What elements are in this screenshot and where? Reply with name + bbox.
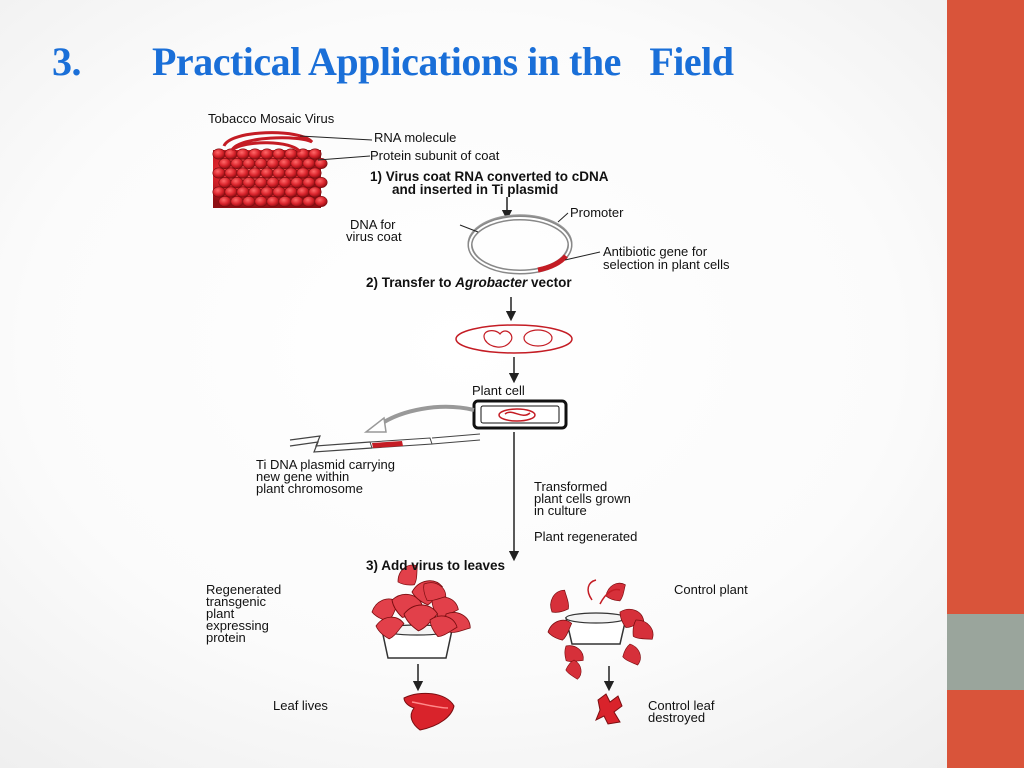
chromosome-strand-illustration [289, 433, 481, 453]
label-tmv: Tobacco Mosaic Virus [208, 111, 335, 126]
agrobacter-cell-illustration [455, 324, 573, 354]
label-transformed-line3: in culture [534, 503, 587, 518]
label-plant-cell: Plant cell [472, 383, 525, 398]
label-dna-line1: DNA for [350, 217, 396, 232]
plant-cell-illustration [472, 399, 568, 430]
label-step1-line1: 1) Virus coat RNA converted to cDNA [370, 169, 609, 184]
label-plant-regenerated: Plant regenerated [534, 529, 638, 544]
label-step3: 3) Add virus to leaves [366, 558, 506, 573]
label-step2: 2) Transfer to Agrobacter vector [366, 275, 572, 290]
healthy-leaf-illustration [403, 692, 455, 731]
label-antibiotic-line2: selection in plant cells [603, 257, 730, 272]
label-transformed-line2: plant cells grown [534, 491, 631, 506]
label-regen-line5: protein [206, 630, 246, 645]
accent-sidebar-gray-block [947, 614, 1024, 690]
label-regen-line1: Regenerated [206, 582, 282, 597]
slide-title-text: Practical Applications in the Field [152, 39, 734, 84]
control-plant-illustration [547, 579, 654, 680]
destroyed-leaf-illustration [595, 693, 623, 725]
label-control-leaf-line2: destroyed [648, 710, 706, 725]
label-regen-line4: expressing [206, 618, 269, 633]
label-protein-subunit: Protein subunit of coat [370, 148, 500, 163]
label-ti-line1: Ti DNA plasmid carrying [256, 457, 395, 472]
tobacco-mosaic-virus-illustration [212, 131, 328, 208]
label-regen-line3: plant [206, 606, 235, 621]
label-transformed-line1: Transformed [534, 479, 608, 494]
label-step2-suffix: vector [527, 275, 572, 290]
slide-title: 3. Practical Applications in the Field [52, 38, 734, 85]
label-control-plant: Control plant [674, 582, 748, 597]
label-control-leaf-line1: Control leaf [648, 698, 715, 713]
label-rna: RNA molecule [374, 130, 457, 145]
ti-plasmid-illustration [467, 214, 573, 275]
label-leaf-lives: Leaf lives [273, 698, 328, 713]
label-dna-line2: virus coat [346, 229, 402, 244]
transgenic-plant-illustration [371, 564, 471, 659]
slide-number: 3. [52, 39, 82, 84]
label-ti-line2: new gene within [256, 469, 350, 484]
label-step2-prefix: 2) Transfer to [366, 275, 456, 290]
label-regen-line2: transgenic [206, 594, 266, 609]
label-ti-line3: plant chromosome [256, 481, 363, 496]
accent-sidebar [947, 0, 1024, 768]
label-antibiotic-line1: Antibiotic gene for [603, 244, 708, 259]
label-step2-italic: Agrobacter [455, 275, 528, 290]
label-step1-line2: and inserted in Ti plasmid [392, 182, 559, 197]
label-promoter: Promoter [570, 205, 624, 220]
